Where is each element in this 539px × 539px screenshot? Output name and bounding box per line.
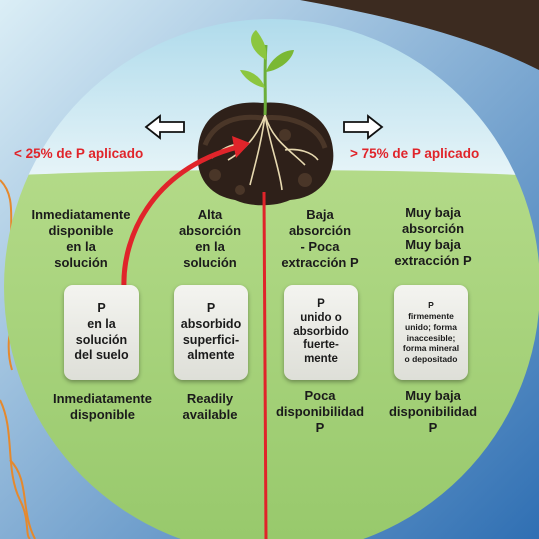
soil-swoosh — [300, 0, 539, 70]
column-4-heading: Muy baja absorción Muy baja extracción P — [394, 205, 472, 268]
curved-uptake-arrow-icon — [121, 136, 250, 289]
column-4-box: P firmemente unido; forma inaccesible; f… — [394, 285, 468, 380]
soil-mound — [197, 102, 334, 206]
column-1-heading: Inmediatamente disponible en la solución — [31, 207, 131, 270]
column-2-box: P absorbido superfici- almente — [174, 285, 248, 380]
right-percentage-label: > 75% de P aplicado — [350, 146, 480, 161]
column-3-footer: Poca disponibilidad P — [275, 388, 365, 435]
field-area — [4, 170, 539, 539]
column-2-footer: Readily available — [182, 391, 238, 422]
outline-arrow-right-icon — [343, 114, 384, 140]
column-3-heading: Baja absorción - Poca extracción P — [281, 207, 359, 270]
outline-arrow-left-icon — [144, 114, 185, 140]
column-1-box: P en la solución del suelo — [64, 285, 139, 380]
column-2-heading: Alta absorción en la solución — [178, 207, 242, 270]
column-3-box: P unido o absorbido fuerte- mente — [284, 285, 358, 380]
taproot-line-icon — [262, 191, 268, 539]
seedling-icon — [240, 30, 294, 116]
column-4-footer: Muy baja disponibilidad P — [388, 388, 478, 435]
column-1-footer: Inmediatamente disponible — [53, 391, 152, 422]
left-percentage-label: < 25% de P aplicado — [14, 146, 144, 161]
